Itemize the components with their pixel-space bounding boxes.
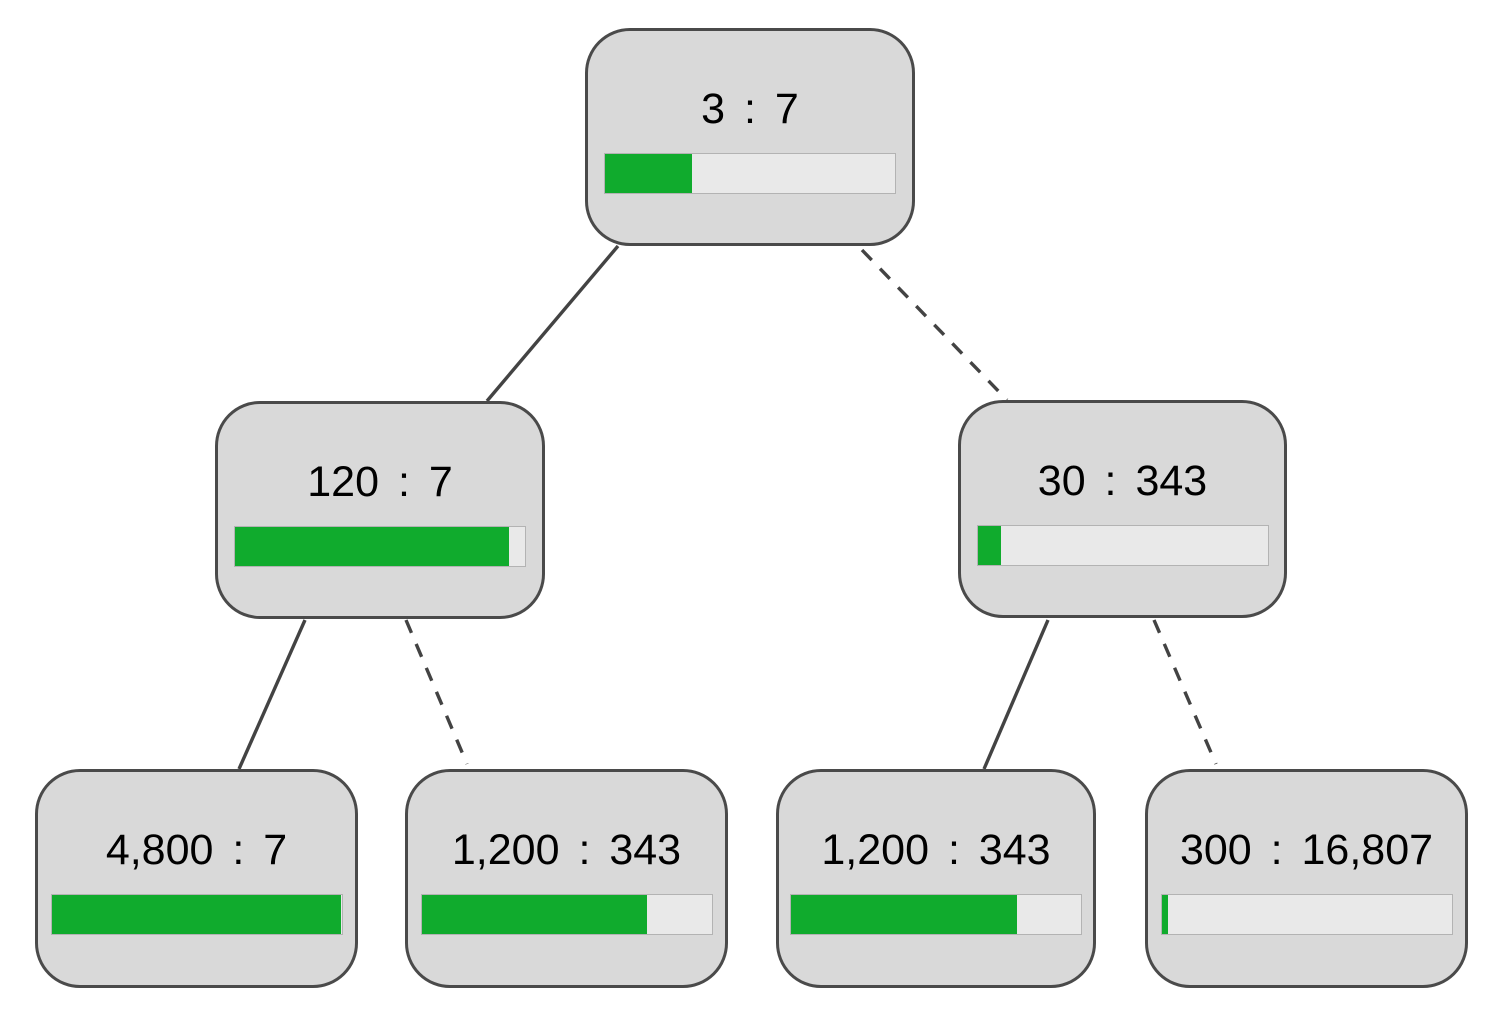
ratio-label: 1,200 : 343 xyxy=(451,826,682,874)
edge-child-right-to-grandchild-right xyxy=(1152,619,1218,765)
progress-bar-fill xyxy=(791,895,1017,934)
node-child-right: 30 : 343 xyxy=(958,400,1287,618)
node-grandchild-right-left: 1,200 : 343 xyxy=(776,769,1096,988)
ratio-label: 30 : 343 xyxy=(1037,457,1208,505)
ratio-label: 4,800 : 7 xyxy=(105,826,288,874)
progress-bar-track xyxy=(604,153,896,194)
progress-bar-fill xyxy=(977,526,1001,565)
progress-bar-track xyxy=(420,894,713,935)
edge-child-right-to-grandchild-left xyxy=(982,619,1050,770)
progress-bar-fill xyxy=(421,895,648,934)
edge-child-left-to-grandchild-left xyxy=(237,619,307,770)
progress-bar-fill xyxy=(1161,895,1168,934)
ratio-label: 300 : 16,807 xyxy=(1179,826,1434,874)
node-grandchild-left-right: 1,200 : 343 xyxy=(405,769,728,988)
edge-child-left-to-grandchild-right xyxy=(404,619,469,765)
ratio-label: 3 : 7 xyxy=(701,85,799,133)
node-child-left: 120 : 7 xyxy=(215,401,545,619)
progress-bar-track xyxy=(50,894,343,935)
progress-bar-fill xyxy=(235,527,510,566)
progress-bar-fill xyxy=(605,154,692,193)
node-grandchild-left-left: 4,800 : 7 xyxy=(35,769,358,988)
progress-bar-fill xyxy=(51,895,342,934)
node-root: 3 : 7 xyxy=(585,28,915,246)
progress-bar-track xyxy=(234,526,526,567)
ratio-label: 120 : 7 xyxy=(307,458,453,506)
progress-bar-track xyxy=(790,894,1082,935)
node-grandchild-right-right: 300 : 16,807 xyxy=(1145,769,1468,988)
edge-root-to-child-left xyxy=(485,244,620,403)
ratio-label: 1,200 : 343 xyxy=(821,826,1051,874)
edge-root-to-child-right xyxy=(860,248,1009,402)
progress-bar-track xyxy=(1160,894,1453,935)
progress-bar-track xyxy=(976,525,1269,566)
